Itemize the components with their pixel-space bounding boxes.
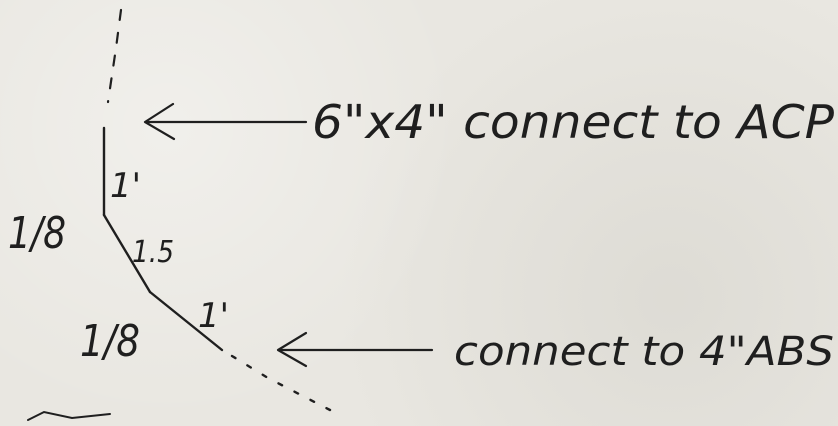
top-segment-label: 1' bbox=[110, 166, 141, 206]
top-arrow-label: 6"x4" connect to ACP bbox=[312, 95, 834, 149]
bottom-left-mark bbox=[27, 410, 111, 421]
upper-slope-label: 1/8 bbox=[8, 208, 66, 259]
dotted-continuation-bottom bbox=[230, 354, 332, 412]
pipe-angled-segment bbox=[102, 213, 152, 294]
dotted-continuation-top bbox=[106, 8, 123, 104]
lower-segment-label: 1' bbox=[198, 296, 229, 336]
lower-slope-label: 1/8 bbox=[80, 316, 140, 367]
pipe-lower-segment bbox=[148, 290, 224, 352]
top-arrow bbox=[143, 102, 308, 141]
bottom-arrow-label: connect to 4"ABS bbox=[454, 329, 834, 375]
bottom-arrow bbox=[276, 331, 434, 368]
middle-segment-label: 1.5 bbox=[132, 235, 174, 270]
